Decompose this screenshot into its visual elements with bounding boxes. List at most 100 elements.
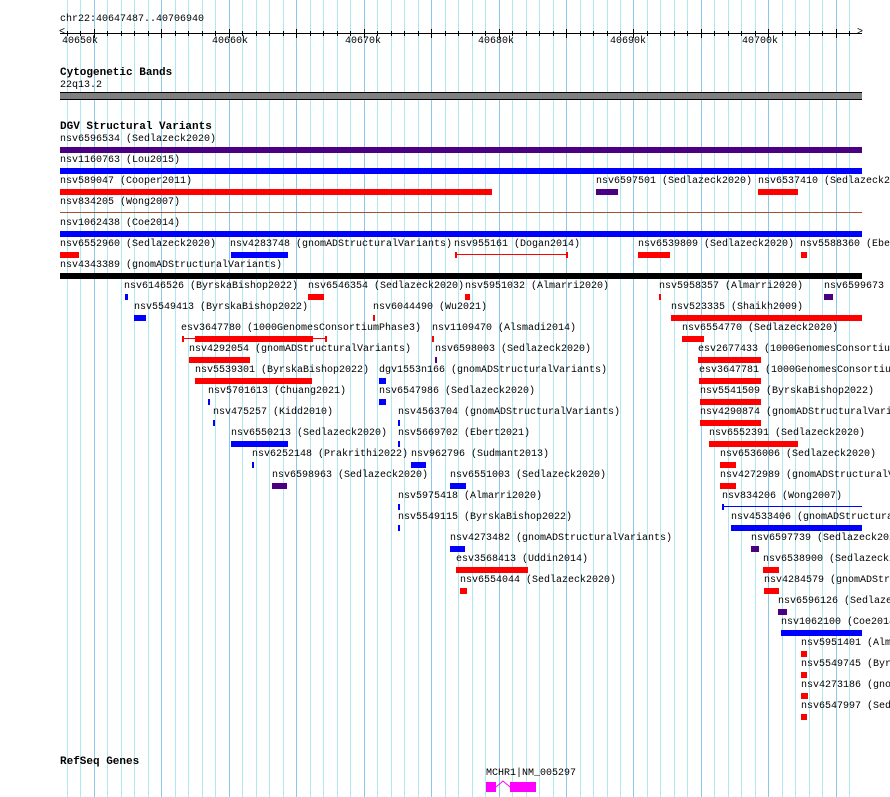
variant-label: nsv4273482 (gnomADStructuralVariants) xyxy=(450,533,673,544)
grid-line xyxy=(795,0,796,797)
grid-line xyxy=(161,0,162,797)
grid-line xyxy=(809,0,810,797)
ruler-tick xyxy=(337,31,338,36)
variant-bar xyxy=(720,483,736,489)
variant-label: nsv5549115 (ByrskaBishop2022) xyxy=(398,512,573,523)
variant-label: nsv6547986 (Sedlazeck2020) xyxy=(379,386,536,397)
ruler-tick xyxy=(566,29,567,38)
variant-bar xyxy=(272,483,287,489)
grid-line xyxy=(323,0,324,797)
grid-line xyxy=(660,0,661,797)
variant-bar xyxy=(700,399,761,405)
grid-line xyxy=(836,0,837,797)
ruler-tick xyxy=(849,31,850,36)
grid-line xyxy=(350,0,351,797)
ruler-tick xyxy=(107,31,108,36)
grid-line xyxy=(526,0,527,797)
grid-line xyxy=(620,0,621,797)
ruler-tick-label: 40700k xyxy=(742,36,779,47)
variant-label: nsv5958357 (Almarri2020) xyxy=(659,281,804,292)
ruler-tick xyxy=(202,31,203,36)
variant-bar xyxy=(60,252,79,258)
variant-endcap xyxy=(325,336,327,342)
grid-line xyxy=(431,0,432,797)
variant-label: nsv962796 (Sudmant2013) xyxy=(411,449,550,460)
variant-label: nsv5669702 (Ebert2021) xyxy=(398,428,531,439)
variant-label: nsv1062438 (Coe2014) xyxy=(60,218,181,229)
grid-line xyxy=(202,0,203,797)
variant-bar xyxy=(778,609,787,615)
grid-line xyxy=(229,0,230,797)
variant-bar xyxy=(659,294,661,300)
variant-label: nsv5539301 (ByrskaBishop2022) xyxy=(195,365,370,376)
ruler-tick xyxy=(512,31,513,36)
grid-line xyxy=(566,0,567,797)
variant-label: nsv6598963 (Sedlazeck2020) xyxy=(272,470,429,481)
grid-line xyxy=(134,0,135,797)
ruler-tick xyxy=(242,31,243,36)
ruler-tick xyxy=(121,31,122,36)
ruler-tick xyxy=(782,31,783,36)
grid-line xyxy=(283,0,284,797)
grid-line xyxy=(728,0,729,797)
grid-line xyxy=(215,0,216,797)
variant-label: nsv6546354 (Sedlazeck2020) xyxy=(308,281,465,292)
variant-label: nsv6598003 (Sedlazeck2020) xyxy=(435,344,592,355)
grid-line xyxy=(94,0,95,797)
variant-bar xyxy=(720,462,736,468)
ruler-tick xyxy=(134,31,135,36)
variant-label: nsv5549745 (Byr xyxy=(801,659,890,670)
variant-bar xyxy=(801,672,807,678)
ruler-tick xyxy=(323,31,324,36)
variant-bar xyxy=(125,294,128,300)
grid-line xyxy=(755,0,756,797)
variant-label: nsv6599673 xyxy=(824,281,885,292)
variant-label: nsv5701613 (Chuang2021) xyxy=(208,386,347,397)
variant-bar xyxy=(709,441,798,447)
variant-label: nsv6596126 (Sedlaze xyxy=(778,596,890,607)
variant-bar xyxy=(758,189,798,195)
ruler-tick xyxy=(809,31,810,36)
variant-label: nsv1160763 (Lou2015) xyxy=(60,155,181,166)
ruler-tick xyxy=(94,29,95,38)
ruler-tick xyxy=(539,31,540,36)
variant-bar xyxy=(456,567,528,573)
grid-line xyxy=(107,0,108,797)
ruler-tick xyxy=(836,29,837,38)
grid-line xyxy=(337,0,338,797)
variant-bar xyxy=(189,357,250,363)
ruler-tick xyxy=(526,31,527,36)
grid-line xyxy=(822,0,823,797)
ruler-tick xyxy=(633,29,634,38)
variant-label: nsv4284579 (gnomADStr xyxy=(764,575,890,586)
grid-line xyxy=(256,0,257,797)
variant-bar xyxy=(671,315,862,321)
ruler-tick xyxy=(607,31,608,36)
grid-line xyxy=(80,0,81,797)
variant-label: esv2677433 (1000GenomesConsortiu xyxy=(698,344,890,355)
cytoband-bar[interactable] xyxy=(60,92,862,100)
grid-line xyxy=(849,0,850,797)
ruler-tick xyxy=(620,31,621,36)
variant-label: nsv955161 (Dogan2014) xyxy=(454,239,581,250)
variant-label: dgv1553n166 (gnomADStructuralVariants) xyxy=(379,365,608,376)
grid-line xyxy=(175,0,176,797)
ruler-tick xyxy=(768,29,769,38)
variant-bar xyxy=(751,546,759,552)
ruler-tick-label: 40660k xyxy=(212,36,249,47)
variant-bar xyxy=(450,546,465,552)
ruler-tick xyxy=(580,31,581,36)
variant-bar xyxy=(801,693,808,699)
variant-line xyxy=(60,212,862,213)
variant-label: nsv5975418 (Almarri2020) xyxy=(398,491,543,502)
variant-label: nsv834206 (Wong2007) xyxy=(722,491,843,502)
variant-label: nsv6554770 (Sedlazeck2020) xyxy=(682,323,839,334)
grid-line xyxy=(782,0,783,797)
ruler-tick-label: 40670k xyxy=(345,36,382,47)
variant-bar xyxy=(764,588,779,594)
cytoband-track-title: Cytogenetic Bands xyxy=(60,67,173,79)
variant-bar xyxy=(682,336,704,342)
variant-bar xyxy=(379,399,386,405)
ruler-tick-label: 40680k xyxy=(478,36,515,47)
region-label: chr22:40647487..40706940 xyxy=(60,14,205,25)
